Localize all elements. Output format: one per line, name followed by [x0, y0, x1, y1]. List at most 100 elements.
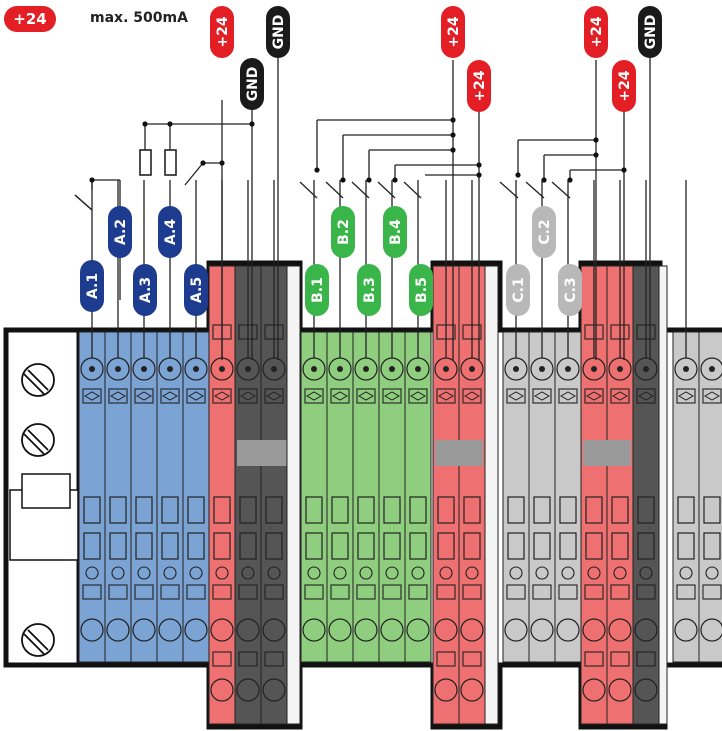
resistor — [139, 149, 152, 176]
svg-text:+24: +24 — [472, 70, 488, 101]
terminal-block — [78, 331, 106, 663]
io-label-b3: B.3 — [357, 264, 381, 316]
io-label-a1: A.1 — [80, 260, 104, 312]
io-label-b5: B.5 — [409, 264, 433, 316]
top-label-gnd-2: GND — [266, 6, 290, 58]
junction-dot — [219, 160, 225, 166]
wire — [525, 181, 545, 199]
terminal-block — [156, 331, 184, 663]
svg-text:A.4: A.4 — [163, 219, 179, 245]
junction-dot — [200, 160, 206, 166]
io-label-c3: C.3 — [558, 264, 582, 316]
terminal-block — [352, 331, 380, 663]
io-label-a5: A.5 — [184, 264, 208, 316]
junction-dot — [621, 167, 627, 173]
junction-dot — [593, 137, 599, 143]
svg-text:C.2: C.2 — [537, 219, 553, 244]
terminal-block — [182, 331, 210, 663]
svg-text:B.2: B.2 — [336, 219, 352, 245]
junction-dot — [515, 172, 521, 178]
terminal-block — [404, 331, 432, 663]
junction-dot — [249, 121, 255, 127]
top-label-gnd-1: GND — [240, 58, 264, 110]
svg-text:C.3: C.3 — [563, 277, 579, 302]
terminal-block — [698, 331, 722, 663]
end-plate — [9, 363, 79, 657]
end-spacer — [484, 265, 499, 725]
junction-dot — [541, 177, 547, 183]
io-label-b1: B.1 — [305, 264, 329, 316]
top-label-red-5: +24 — [612, 60, 636, 112]
power-badge: +24 — [4, 6, 56, 32]
junction-dot — [392, 177, 398, 183]
wiring — [74, 40, 687, 360]
junction-dot — [314, 167, 320, 173]
svg-text:B.3: B.3 — [362, 277, 378, 303]
jumper-bridge — [583, 440, 631, 466]
wire — [184, 162, 204, 186]
svg-text:GND: GND — [271, 15, 287, 50]
junction-dot — [567, 177, 573, 183]
terminal-block — [672, 331, 700, 663]
svg-text:B.5: B.5 — [414, 277, 430, 303]
end-spacer — [658, 265, 668, 725]
terminal-block — [528, 331, 556, 663]
io-label-b2: B.2 — [331, 206, 355, 258]
terminal-block — [300, 331, 328, 663]
wire — [325, 181, 344, 199]
current-limit-text: max. 500mA — [90, 10, 188, 26]
wire — [74, 194, 93, 211]
io-label-a3: A.3 — [133, 264, 157, 316]
mounting-screw — [21, 623, 55, 657]
mounting-screw — [21, 423, 55, 457]
junction-dot — [167, 121, 173, 127]
terminal-block — [554, 331, 582, 663]
wire — [499, 181, 519, 199]
junction-dot — [476, 172, 482, 178]
junction-dot — [450, 132, 456, 138]
junction-dot — [142, 121, 148, 127]
terminal-housing — [3, 260, 722, 730]
terminal-block — [378, 331, 406, 663]
jumper-bridge — [237, 440, 287, 466]
terminal-block — [502, 331, 530, 663]
io-label-a4: A.4 — [158, 206, 182, 258]
wire — [351, 181, 370, 199]
top-label-red-4: +24 — [584, 6, 608, 58]
svg-text:+24: +24 — [215, 16, 231, 47]
terminal-block — [104, 331, 132, 663]
junction-dot — [450, 117, 456, 123]
terminal-block — [130, 331, 158, 663]
wire — [551, 181, 571, 199]
junction-dot — [366, 177, 372, 183]
svg-text:GND: GND — [245, 67, 261, 102]
resistor — [164, 149, 177, 176]
wire — [377, 181, 396, 199]
top-label-red-3: +24 — [467, 60, 491, 112]
io-label-b4: B.4 — [383, 206, 407, 258]
junction-dot — [593, 152, 599, 158]
svg-text:B.4: B.4 — [388, 219, 404, 245]
wire — [403, 181, 422, 199]
svg-text:A.2: A.2 — [113, 219, 129, 245]
wire — [299, 181, 318, 199]
svg-text:+24: +24 — [617, 70, 633, 101]
top-label-red-1: +24 — [210, 6, 234, 58]
svg-text:+24: +24 — [589, 16, 605, 47]
mounting-screw — [21, 363, 55, 397]
svg-text:GND: GND — [643, 15, 659, 50]
jumper-bridge — [435, 440, 483, 466]
junction-dot — [340, 177, 346, 183]
junction-dot — [476, 162, 482, 168]
junction-dot — [450, 147, 456, 153]
io-label-a2: A.2 — [108, 206, 132, 258]
svg-text:A.5: A.5 — [189, 277, 205, 303]
junction-dot — [89, 177, 95, 183]
svg-text:A.1: A.1 — [85, 273, 101, 299]
top-label-gnd-3: GND — [638, 6, 662, 58]
svg-text:+24: +24 — [446, 16, 462, 47]
top-label-red-2: +24 — [441, 6, 465, 58]
svg-text:C.1: C.1 — [511, 277, 527, 302]
svg-text:A.3: A.3 — [138, 277, 154, 303]
end-spacer — [286, 265, 301, 725]
